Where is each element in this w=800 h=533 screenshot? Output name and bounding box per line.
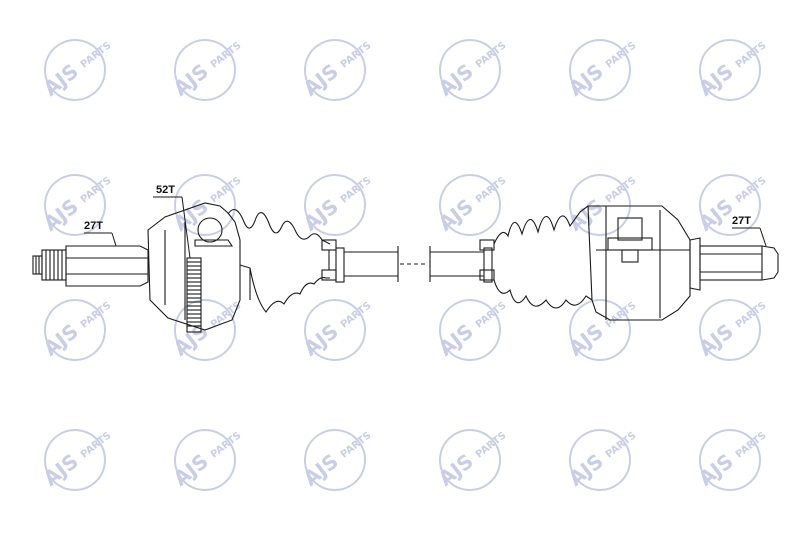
joint-ball [194,217,234,247]
watermark-word: PARTS [604,430,639,460]
left-shaft-segment [335,246,399,283]
watermark-word: PARTS [604,175,639,205]
watermark-ring [439,429,501,491]
watermark-word: PARTS [79,40,114,70]
label-spline-right: 27T [732,215,767,247]
watermark-ring [304,39,366,101]
watermark-ring [304,174,366,236]
right-inner-joint [429,205,779,321]
watermark-ring [439,174,501,236]
watermark-ring [44,429,106,491]
watermark-word: PARTS [734,175,769,205]
watermark-ring [699,429,761,491]
watermark-ring [44,39,106,101]
inner-joint-housing [587,205,691,321]
watermark-ring [174,39,236,101]
watermark-ring [174,174,236,236]
watermark-word: PARTS [474,40,509,70]
spline-left-count: 27T [84,220,103,232]
watermark-ring [569,299,631,361]
watermark-ring [44,299,106,361]
right-spline-shaft [689,237,779,291]
watermark-word: PARTS [734,300,769,330]
watermark-word: PARTS [209,430,244,460]
watermark-word: PARTS [604,300,639,330]
watermark-word: PARTS [339,430,374,460]
outer-joint-housing [147,202,241,331]
watermark-word: PARTS [734,40,769,70]
watermark-ring [44,174,106,236]
watermark-ring [439,299,501,361]
label-abs-ring: 52T [153,184,191,259]
watermark-word: PARTS [79,300,114,330]
left-boot-clamp [321,239,337,281]
watermark-ring [439,39,501,101]
watermark-ring [174,429,236,491]
watermark-word: PARTS [604,40,639,70]
left-outer-joint [32,202,399,333]
watermark-word: PARTS [474,175,509,205]
right-boot-clamp [479,239,495,281]
watermark-ring [304,299,366,361]
watermark-word: PARTS [79,430,114,460]
watermark-ring [569,429,631,491]
watermark-ring [569,39,631,101]
abs-ring [186,257,202,333]
watermark-word: PARTS [79,175,114,205]
label-spline-left: 27T [84,220,117,247]
watermark-word: PARTS [339,300,374,330]
abs-ring-count: 52T [156,184,175,196]
spline-right-count: 27T [732,215,751,227]
left-boot [227,208,331,313]
watermark-word: PARTS [209,40,244,70]
watermark-ring [699,174,761,236]
watermark-word: PARTS [339,175,374,205]
thread-stub [32,249,67,281]
watermark-word: PARTS [209,175,244,205]
right-boot [493,205,593,309]
watermark-ring [699,39,761,101]
watermark-word: PARTS [734,430,769,460]
right-shaft-segment [429,246,493,283]
watermark-word: PARTS [339,40,374,70]
watermark-ring [304,429,366,491]
left-spline-shaft [65,245,149,287]
watermark-word: PARTS [474,300,509,330]
watermark-word: PARTS [474,430,509,460]
watermark-ring [699,299,761,361]
